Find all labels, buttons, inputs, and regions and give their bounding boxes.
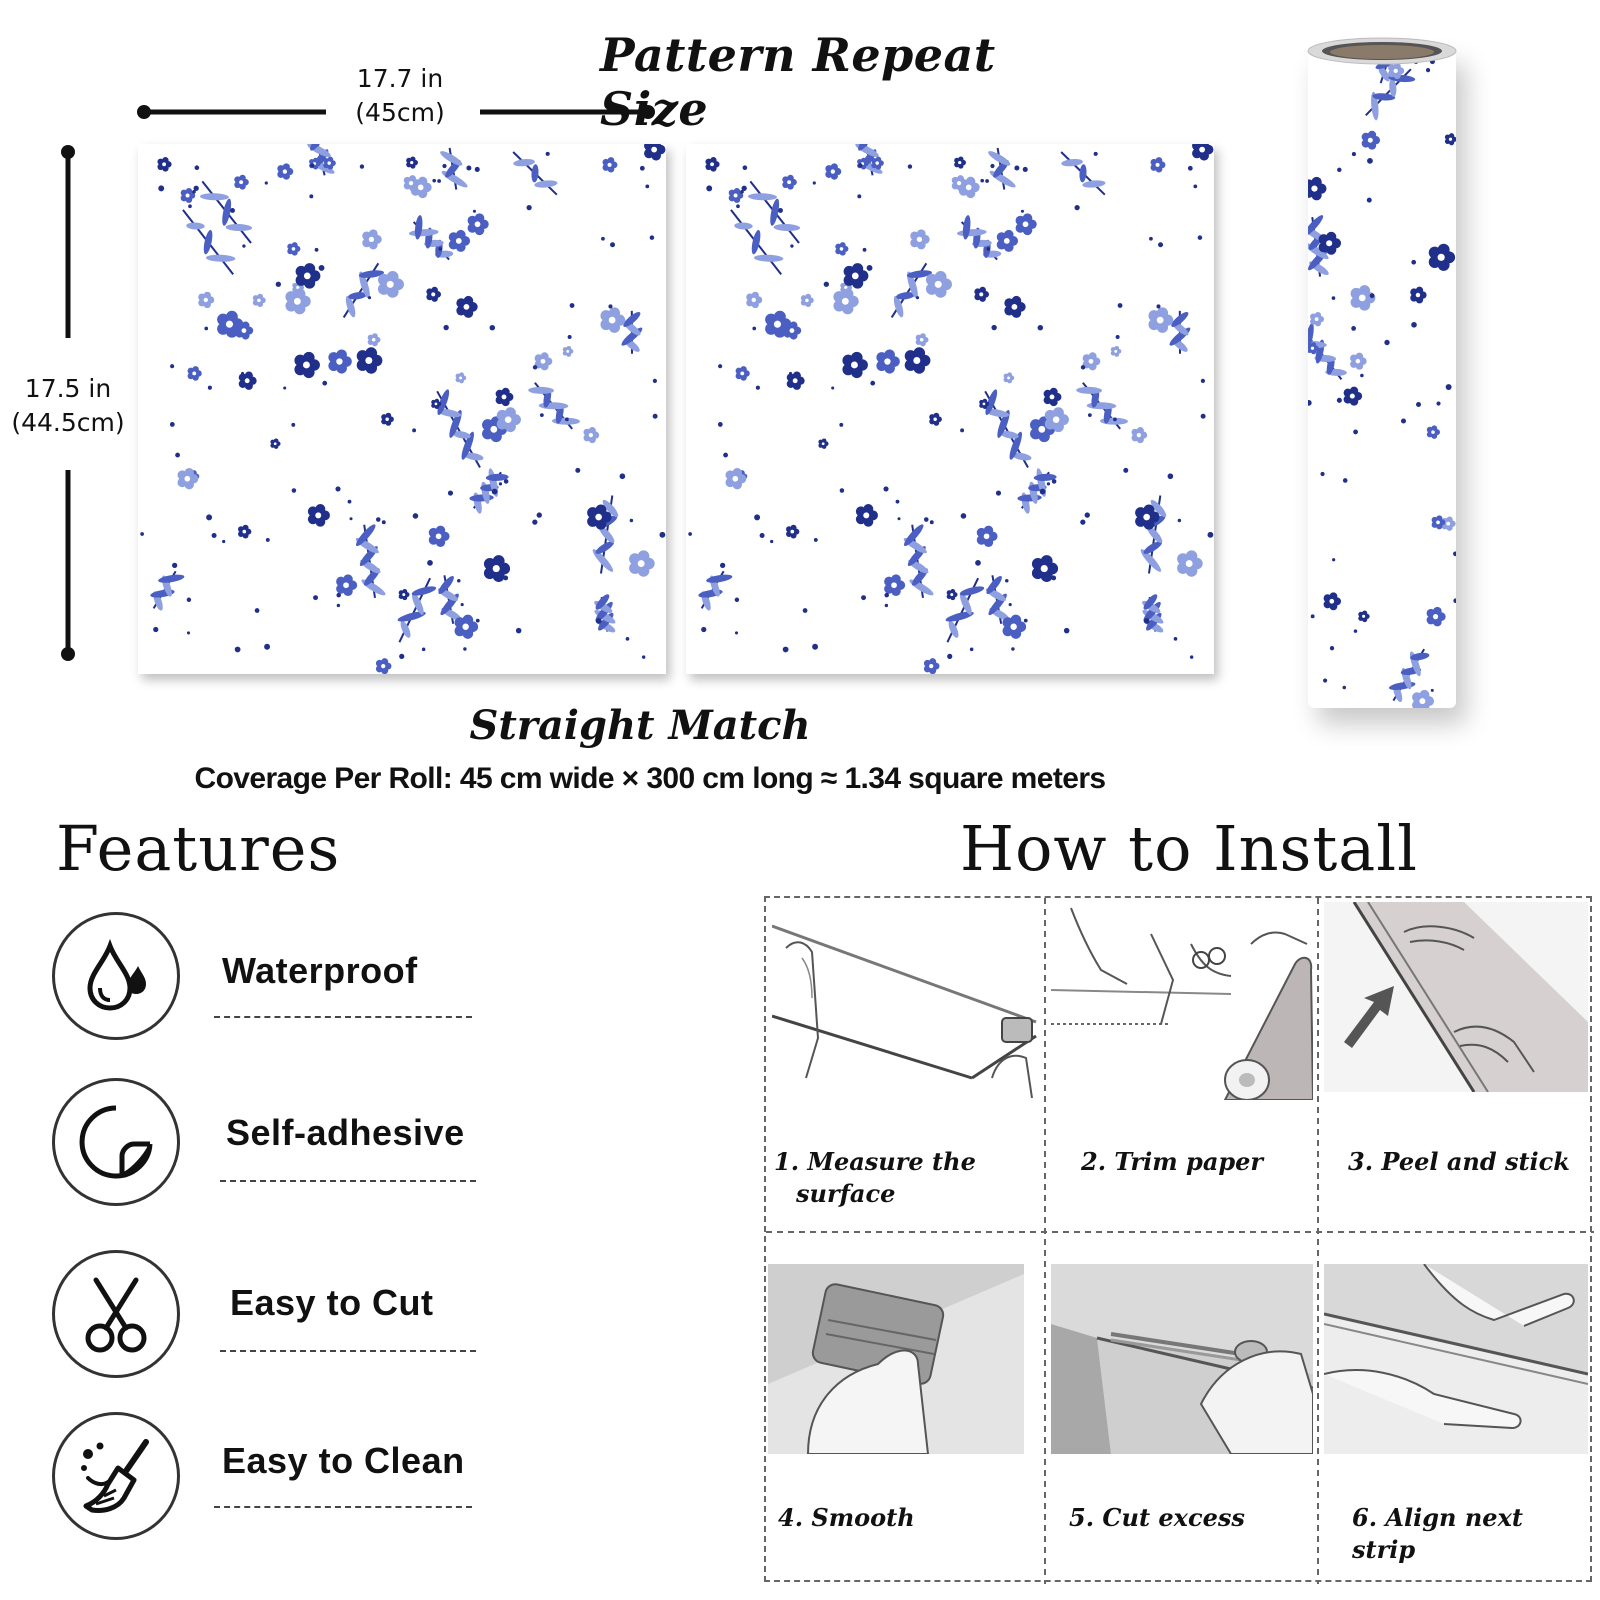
- features-heading: Features: [56, 812, 341, 885]
- scissors-icon: [52, 1250, 180, 1378]
- step-label-line2: surface: [796, 1179, 896, 1208]
- width-dimension-line: [137, 105, 655, 119]
- feature-label: Easy to Clean: [222, 1440, 465, 1481]
- wallpaper-roll-image: [1308, 48, 1456, 708]
- floral-pattern-image: [688, 114, 1214, 675]
- feature-label: Self-adhesive: [226, 1112, 465, 1153]
- feature-label: Easy to Cut: [230, 1282, 434, 1323]
- feature-divider: [220, 1180, 476, 1182]
- height-label: 17.5 in (44.5cm): [4, 372, 132, 440]
- pattern-swatch-1: [138, 114, 666, 675]
- coverage-text: Coverage Per Roll: 45 cm wide × 300 cm l…: [194, 762, 1107, 795]
- water-drops-icon: [52, 912, 180, 1040]
- peel-sticker-icon: [52, 1078, 180, 1206]
- align-illustration: [1324, 1264, 1588, 1454]
- install-step-measure: 1. Measure the surface: [766, 898, 1045, 1232]
- install-step-peel: 3. Peel and stick: [1318, 898, 1594, 1232]
- feature-label: Waterproof: [222, 950, 418, 991]
- install-steps-grid: 1. Measure the surface 2. Trim paper: [764, 896, 1594, 1584]
- peel-illustration: [1324, 902, 1588, 1092]
- width-label-inches: 17.7 in: [356, 64, 444, 93]
- step-label: 5. Cut excess: [1069, 1503, 1245, 1532]
- match-type: Straight Match: [469, 702, 811, 749]
- roll-top-opening: [1307, 37, 1457, 65]
- install-step-smooth: 4. Smooth: [766, 1232, 1045, 1584]
- feature-divider: [214, 1016, 472, 1018]
- step-label: 1. Measure the surface: [774, 1146, 976, 1210]
- install-step-align: 6. Align next strip: [1318, 1232, 1594, 1584]
- step-label-line1: 1. Measure the: [774, 1147, 976, 1176]
- measure-illustration: [772, 924, 1037, 1098]
- step-label: 2. Trim paper: [1081, 1147, 1264, 1176]
- step-label: 3. Peel and stick: [1348, 1147, 1570, 1176]
- floral-pattern-image: [140, 114, 666, 675]
- smooth-illustration: [768, 1264, 1024, 1454]
- height-label-cm: (44.5cm): [11, 408, 125, 437]
- feature-divider: [220, 1350, 476, 1352]
- grid-dividers: [766, 898, 1594, 1584]
- broom-icon: [52, 1412, 180, 1540]
- floral-pattern-image: [1308, 48, 1456, 708]
- install-step-trim: 2. Trim paper: [1045, 898, 1318, 1232]
- height-label-inches: 17.5 in: [24, 374, 112, 403]
- feature-divider: [214, 1506, 472, 1508]
- trim-illustration: [1051, 907, 1313, 1100]
- install-heading: How to Install: [960, 812, 1418, 885]
- install-step-cut-excess: 5. Cut excess: [1045, 1232, 1318, 1584]
- width-label-cm: (45cm): [355, 98, 445, 127]
- height-dimension-line: [61, 145, 75, 661]
- cut-excess-illustration: [1051, 1264, 1313, 1454]
- pattern-swatch-2: [686, 114, 1214, 675]
- step-label: 6. Align next strip: [1352, 1503, 1523, 1564]
- width-label: 17.7 in (45cm): [330, 62, 470, 130]
- step-label: 4. Smooth: [778, 1503, 915, 1532]
